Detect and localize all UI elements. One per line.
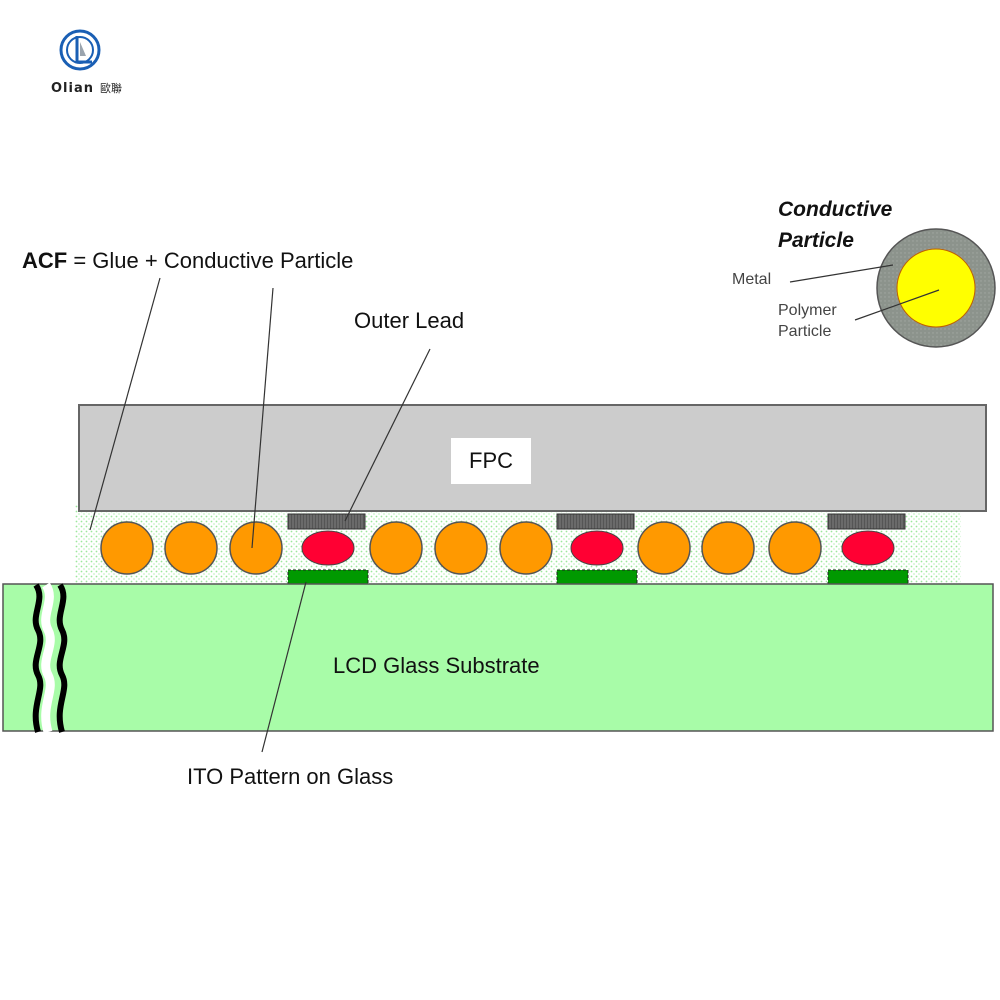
acf-leader-line xyxy=(89,277,161,531)
metal-leader-line xyxy=(789,264,894,283)
ol-monogram-icon xyxy=(59,29,101,71)
compressed-particle xyxy=(570,530,624,566)
metal-label: Metal xyxy=(732,271,772,288)
conductive-particle xyxy=(100,521,154,575)
conductive-particle xyxy=(434,521,488,575)
outer-lead-label: Outer Lead xyxy=(354,308,465,333)
polymer-core xyxy=(896,248,976,328)
outer-lead xyxy=(556,513,635,530)
ito-pad xyxy=(827,569,909,586)
ito-pad xyxy=(556,569,638,586)
ito-leader-line xyxy=(261,581,307,753)
conductive-particle xyxy=(164,521,218,575)
acf-label-rest: = Glue + Conductive Particle xyxy=(67,248,354,273)
polymer-leader-line xyxy=(854,289,940,321)
inset-title-line1: Conductive xyxy=(778,198,893,221)
conductive-particle xyxy=(768,521,822,575)
substrate-label: LCD Glass Substrate xyxy=(333,653,540,678)
outer-lead xyxy=(287,513,366,530)
company-logo xyxy=(40,28,140,108)
outer-lead xyxy=(827,513,906,530)
brand-name-en: Olian xyxy=(51,81,94,96)
particle-leader-line xyxy=(251,287,274,549)
lcd-glass-substrate xyxy=(2,583,994,732)
acf-label-bold: ACF xyxy=(22,248,68,273)
polymer-label-line1: Polymer xyxy=(778,302,837,319)
conductive-particle xyxy=(701,521,755,575)
inset-title-line2: Particle xyxy=(778,229,854,252)
acf-definition-label: ACF = Glue + Conductive Particle xyxy=(22,248,353,274)
break-mark-icon xyxy=(32,582,68,734)
brand-name-cn: 歐聯 xyxy=(100,82,122,95)
conductive-particle xyxy=(637,521,691,575)
fpc-layer xyxy=(78,404,987,512)
outer-lead-leader-line xyxy=(344,348,431,522)
compressed-particle xyxy=(841,530,895,566)
conductive-particle xyxy=(229,521,283,575)
polymer-label-line2: Particle xyxy=(778,323,832,340)
ito-label: ITO Pattern on Glass xyxy=(187,764,394,789)
fpc-label: FPC xyxy=(451,438,531,484)
ito-pad xyxy=(287,569,369,586)
compressed-particle xyxy=(301,530,355,566)
conductive-particle xyxy=(499,521,553,575)
conductive-particle xyxy=(369,521,423,575)
logo-text: Olian 歐聯 xyxy=(51,80,122,96)
